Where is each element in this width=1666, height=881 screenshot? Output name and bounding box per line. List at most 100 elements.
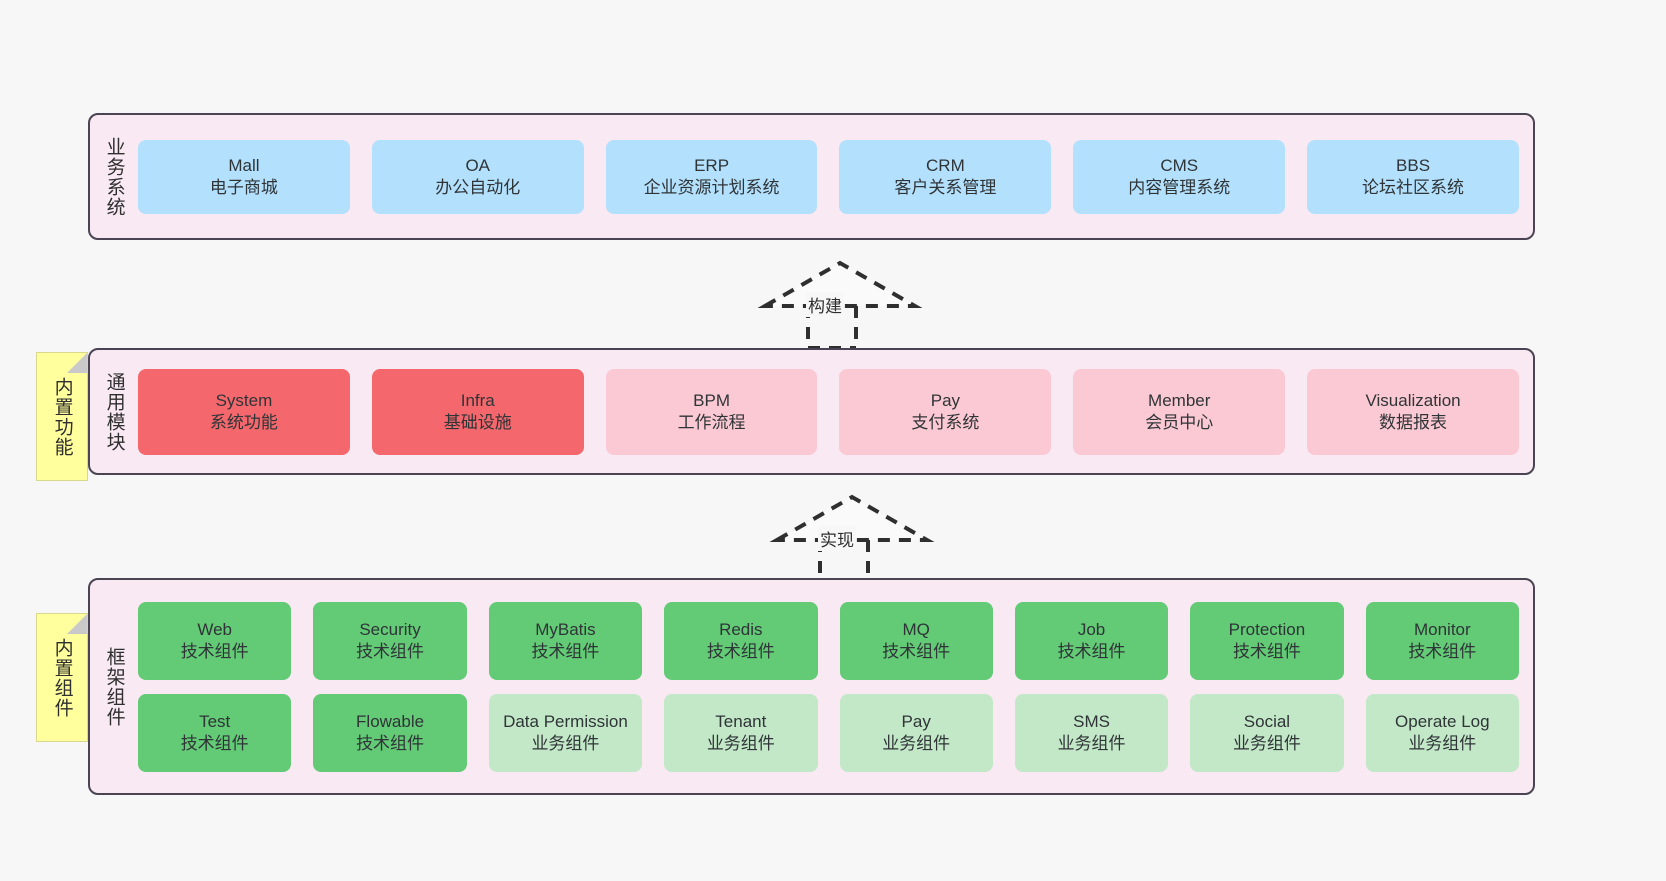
sticky-note-builtin-components: 内置组件 bbox=[36, 613, 88, 742]
generalization-arrowhead-icon bbox=[769, 494, 935, 542]
component-box-pay[interactable]: Pay 业务组件 bbox=[839, 693, 993, 772]
module-box-erp[interactable]: ERP 企业资源计划系统 bbox=[605, 139, 818, 214]
component-name: Protection bbox=[1228, 619, 1306, 639]
component-name: Operate Log bbox=[1395, 711, 1490, 731]
component-box-monitor[interactable]: Monitor 技术组件 bbox=[1365, 601, 1519, 680]
module-name: Visualization bbox=[1365, 390, 1461, 410]
component-box-data-permission[interactable]: Data Permission 业务组件 bbox=[488, 693, 643, 772]
module-box-infra[interactable]: Infra 基础设施 bbox=[371, 368, 584, 455]
component-desc: 技术组件 bbox=[706, 641, 775, 661]
module-desc: 基础设施 bbox=[443, 412, 512, 432]
component-box-tenant[interactable]: Tenant 业务组件 bbox=[664, 693, 818, 772]
build-connector: 构建 bbox=[757, 258, 923, 350]
module-box-pay[interactable]: Pay 支付系统 bbox=[839, 368, 1052, 455]
layer-title-business-systems: 业务系统 bbox=[103, 136, 125, 217]
module-name: Pay bbox=[930, 390, 961, 410]
component-name: Test bbox=[199, 711, 231, 731]
module-name: ERP bbox=[694, 155, 730, 175]
module-desc: 会员中心 bbox=[1145, 412, 1214, 432]
component-box-job[interactable]: Job 技术组件 bbox=[1014, 601, 1169, 680]
module-desc: 支付系统 bbox=[911, 412, 980, 432]
component-box-web[interactable]: Web 技术组件 bbox=[138, 601, 292, 680]
business-row: Mall 电子商城 OA 办公自动化 ERP 企业资源计划系统 CRM 客户关系… bbox=[138, 139, 1519, 214]
module-desc: 企业资源计划系统 bbox=[643, 177, 780, 197]
component-desc: 技术组件 bbox=[531, 641, 600, 661]
component-box-operate-log[interactable]: Operate Log 业务组件 bbox=[1365, 693, 1519, 772]
component-name: Data Permission bbox=[503, 711, 628, 731]
component-name: Flowable bbox=[356, 711, 425, 731]
component-desc: 业务组件 bbox=[1408, 733, 1477, 753]
component-desc: 技术组件 bbox=[356, 641, 425, 661]
component-desc: 业务组件 bbox=[706, 733, 775, 753]
module-box-oa[interactable]: OA 办公自动化 bbox=[371, 139, 584, 214]
component-name: Monitor bbox=[1413, 619, 1471, 639]
module-desc: 客户关系管理 bbox=[894, 177, 997, 197]
connector-label-build: 构建 bbox=[806, 292, 844, 317]
framework-row-1: Web 技术组件 Security 技术组件 MyBatis 技术组件 Redi… bbox=[138, 601, 1519, 680]
layer-body-business-systems: Mall 电子商城 OA 办公自动化 ERP 企业资源计划系统 CRM 客户关系… bbox=[138, 115, 1533, 238]
module-box-crm[interactable]: CRM 客户关系管理 bbox=[839, 139, 1052, 214]
layer-title-framework-components: 框架组件 bbox=[103, 646, 125, 727]
component-name: Job bbox=[1077, 619, 1106, 639]
component-desc: 技术组件 bbox=[1408, 641, 1477, 661]
component-name: Redis bbox=[719, 619, 763, 639]
component-box-social[interactable]: Social 业务组件 bbox=[1190, 693, 1344, 772]
layer-business-systems: 业务系统 Mall 电子商城 OA 办公自动化 ERP 企业资源计划系统 CRM… bbox=[88, 113, 1535, 240]
module-desc: 工作流程 bbox=[677, 412, 746, 432]
component-name: Social bbox=[1243, 711, 1291, 731]
component-desc: 技术组件 bbox=[1057, 641, 1126, 661]
module-box-visualization[interactable]: Visualization 数据报表 bbox=[1307, 368, 1519, 455]
module-desc: 系统功能 bbox=[209, 412, 278, 432]
component-box-security[interactable]: Security 技术组件 bbox=[313, 601, 467, 680]
component-desc: 技术组件 bbox=[356, 733, 425, 753]
layer-body-framework-components: Web 技术组件 Security 技术组件 MyBatis 技术组件 Redi… bbox=[138, 580, 1533, 793]
layer-common-modules: 通用模块 System 系统功能 Infra 基础设施 BPM 工作流程 Pay… bbox=[88, 348, 1535, 475]
module-desc: 内容管理系统 bbox=[1128, 177, 1231, 197]
module-name: OA bbox=[465, 155, 491, 175]
module-box-cms[interactable]: CMS 内容管理系统 bbox=[1073, 139, 1286, 214]
module-desc: 电子商城 bbox=[209, 177, 278, 197]
module-name: CRM bbox=[926, 155, 965, 175]
module-row: System 系统功能 Infra 基础设施 BPM 工作流程 Pay 支付系统… bbox=[138, 368, 1519, 455]
component-name: Web bbox=[197, 619, 233, 639]
module-box-bpm[interactable]: BPM 工作流程 bbox=[605, 368, 818, 455]
module-box-member[interactable]: Member 会员中心 bbox=[1073, 368, 1286, 455]
layer-body-common-modules: System 系统功能 Infra 基础设施 BPM 工作流程 Pay 支付系统… bbox=[138, 350, 1533, 473]
component-desc: 技术组件 bbox=[180, 733, 249, 753]
component-desc: 技术组件 bbox=[882, 641, 951, 661]
framework-row-2: Test 技术组件 Flowable 技术组件 Data Permission … bbox=[138, 693, 1519, 772]
component-box-mq[interactable]: MQ 技术组件 bbox=[839, 601, 993, 680]
component-box-protection[interactable]: Protection 技术组件 bbox=[1190, 601, 1344, 680]
module-desc: 数据报表 bbox=[1379, 412, 1448, 432]
component-name: Pay bbox=[901, 711, 931, 731]
module-box-bbs[interactable]: BBS 论坛社区系统 bbox=[1307, 139, 1519, 214]
module-desc: 论坛社区系统 bbox=[1362, 177, 1465, 197]
generalization-arrowhead-icon bbox=[757, 260, 923, 308]
module-name: CMS bbox=[1160, 155, 1199, 175]
sticky-note-builtin-features: 内置功能 bbox=[36, 352, 88, 481]
component-box-mybatis[interactable]: MyBatis 技术组件 bbox=[488, 601, 643, 680]
component-name: SMS bbox=[1073, 711, 1110, 731]
module-name: BPM bbox=[693, 390, 730, 410]
component-desc: 业务组件 bbox=[1057, 733, 1126, 753]
component-box-flowable[interactable]: Flowable 技术组件 bbox=[313, 693, 467, 772]
component-name: Security bbox=[359, 619, 421, 639]
component-desc: 技术组件 bbox=[180, 641, 249, 661]
module-name: System bbox=[215, 390, 273, 410]
module-box-mall[interactable]: Mall 电子商城 bbox=[138, 139, 350, 214]
module-name: Mall bbox=[228, 155, 260, 175]
component-box-sms[interactable]: SMS 业务组件 bbox=[1014, 693, 1169, 772]
module-name: Member bbox=[1148, 390, 1211, 410]
component-desc: 技术组件 bbox=[1232, 641, 1301, 661]
module-desc: 办公自动化 bbox=[435, 177, 521, 197]
component-box-redis[interactable]: Redis 技术组件 bbox=[664, 601, 818, 680]
module-name: Infra bbox=[460, 390, 495, 410]
sticky-note-label: 内置组件 bbox=[51, 637, 73, 718]
component-name: MQ bbox=[902, 619, 930, 639]
component-box-test[interactable]: Test 技术组件 bbox=[138, 693, 292, 772]
component-desc: 业务组件 bbox=[531, 733, 600, 753]
component-desc: 业务组件 bbox=[882, 733, 951, 753]
connector-label-implement: 实现 bbox=[818, 526, 856, 551]
module-box-system[interactable]: System 系统功能 bbox=[138, 368, 350, 455]
